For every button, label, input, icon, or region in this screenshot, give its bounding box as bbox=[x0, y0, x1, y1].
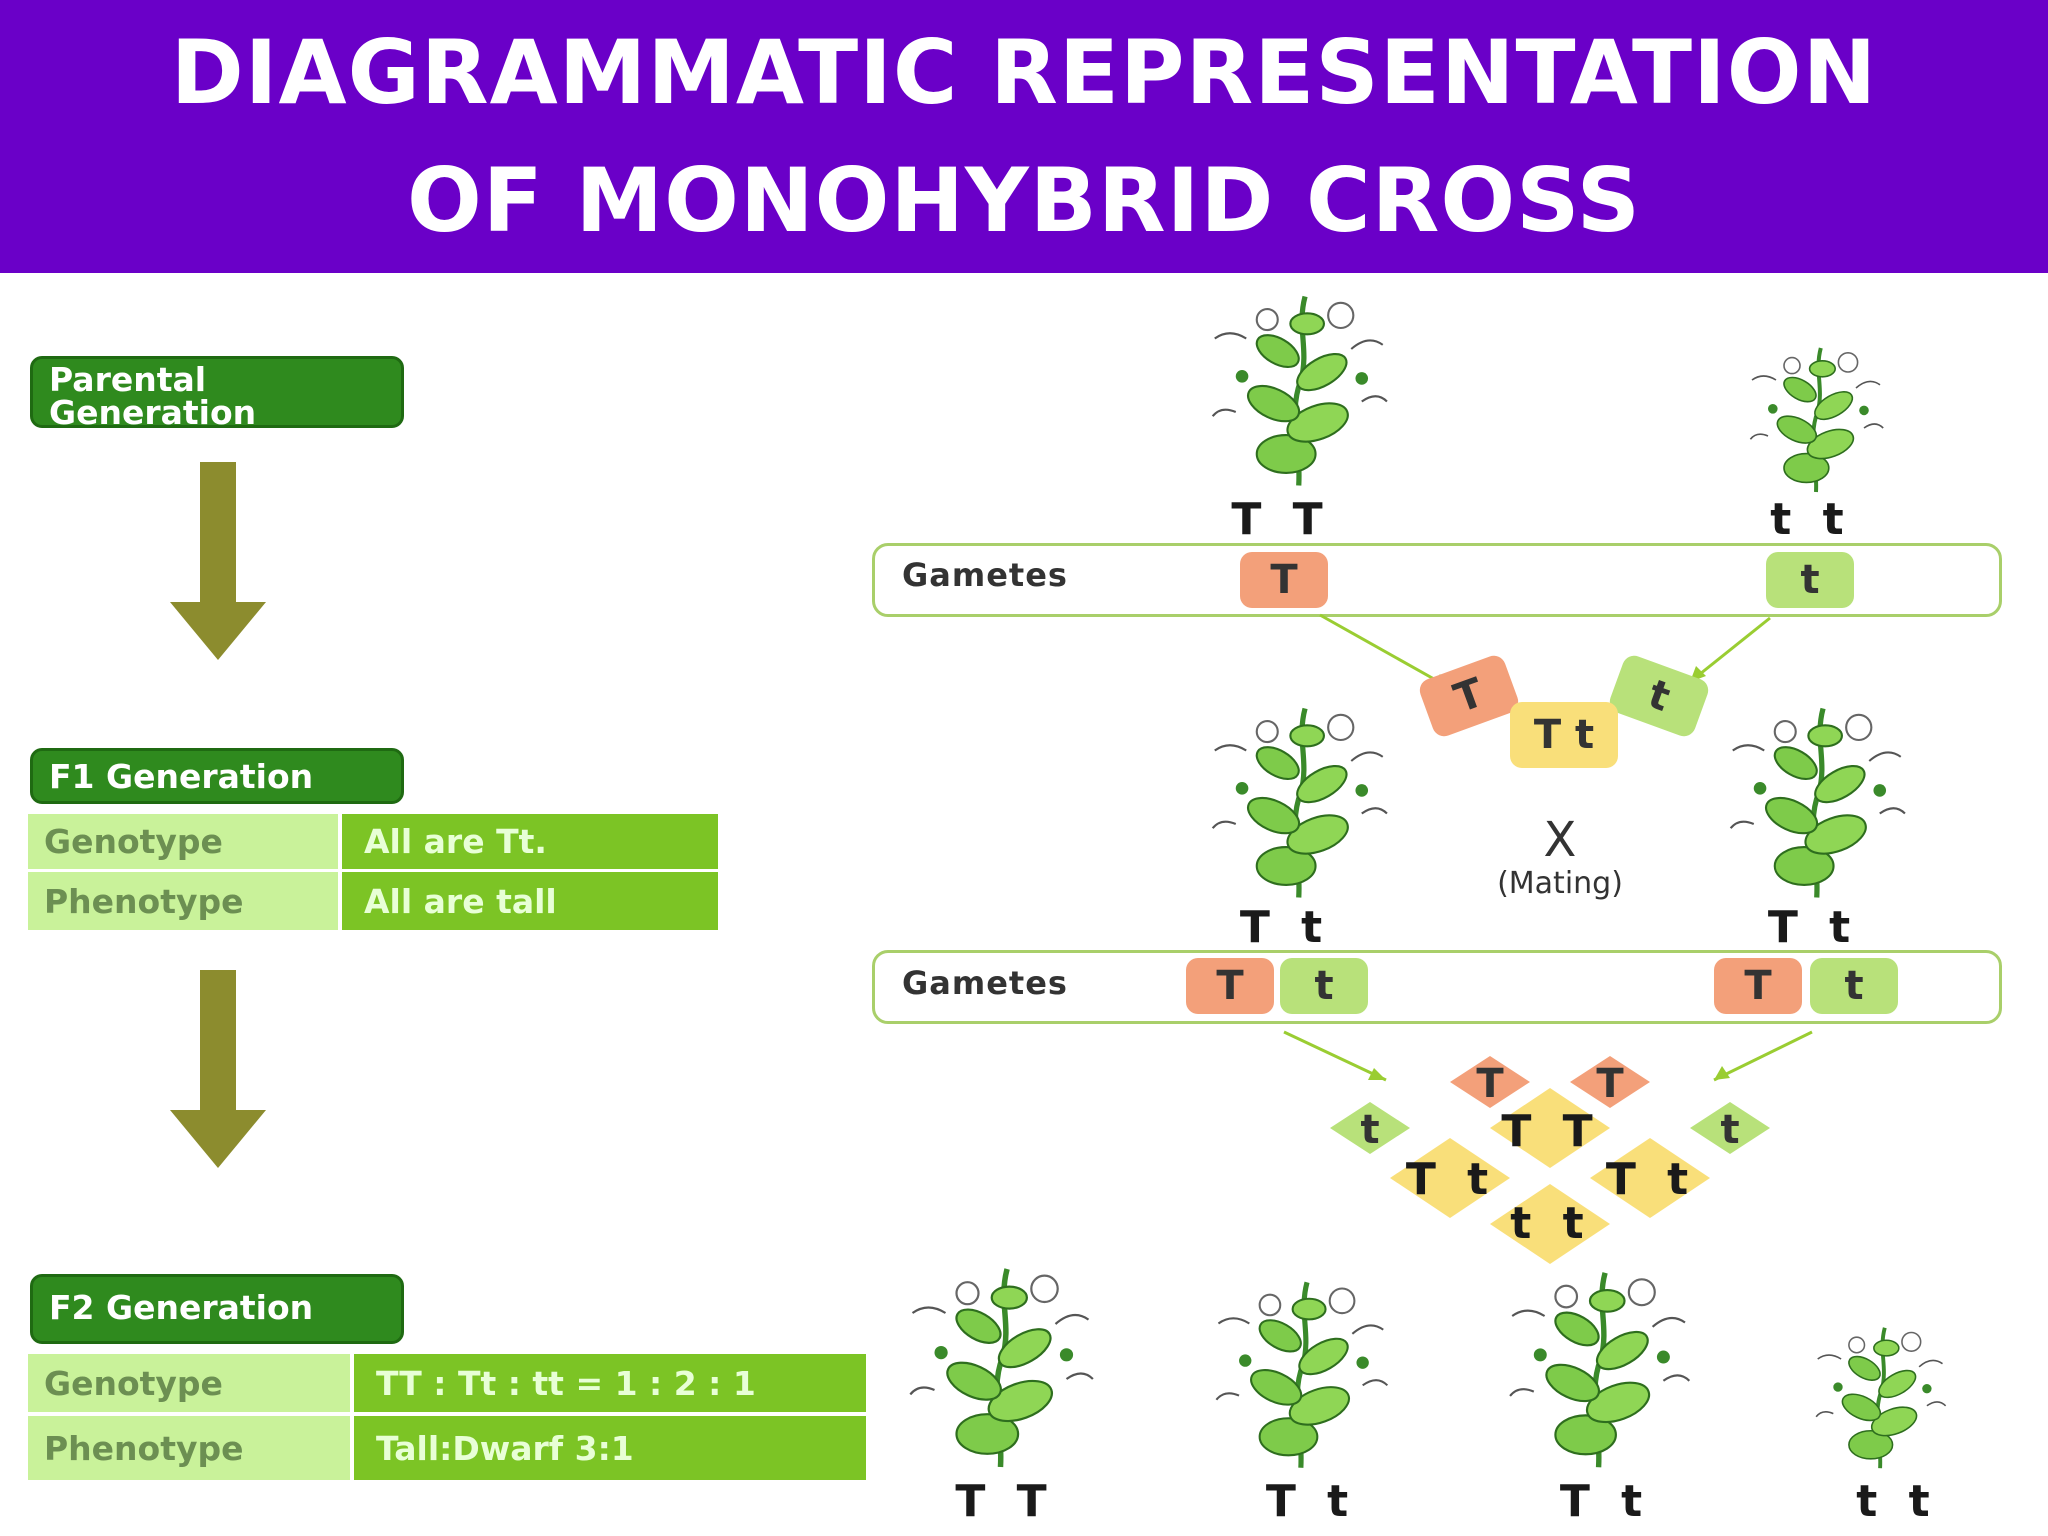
title-banner: DIAGRAMMATIC REPRESENTATION OF MONOHYBRI… bbox=[0, 0, 2048, 273]
f1-genotype-value: All are Tt. bbox=[342, 814, 718, 869]
f1-plant-right-genotype: T t bbox=[1767, 902, 1859, 953]
f1-plant-left-icon bbox=[1194, 698, 1414, 908]
f1-gamete-right-t: t bbox=[1810, 958, 1898, 1014]
f1-diamond-Tt: T t bbox=[1510, 702, 1618, 768]
gametes-label-1: Gametes bbox=[902, 556, 1068, 594]
f1-generation-box: F1 Generation bbox=[30, 748, 404, 804]
parent-genotype-tt: t t bbox=[1770, 494, 1852, 545]
f2-generation-label: F2 Generation bbox=[49, 1288, 314, 1327]
f2-genotype-Tt-1: T t bbox=[1265, 1476, 1357, 1527]
punnett-cell-TT: T T bbox=[1501, 1106, 1601, 1157]
gamete-chip-T: T bbox=[1240, 552, 1328, 608]
mating-label: (Mating) bbox=[1497, 866, 1623, 901]
down-arrow-2 bbox=[170, 970, 266, 1168]
f2-phenotype-value: Tall:Dwarf 3:1 bbox=[354, 1416, 866, 1480]
f1-phenotype-label: Phenotype bbox=[28, 872, 338, 930]
f2-genotype-label: Genotype bbox=[28, 1354, 350, 1412]
f2-genotype-TT: T T bbox=[955, 1476, 1055, 1527]
f1-gamete-left-T: T bbox=[1186, 958, 1274, 1014]
f2-genotype-tt: t t bbox=[1856, 1476, 1938, 1527]
parent-genotype-TT: T T bbox=[1231, 494, 1331, 545]
punnett-top-left-T: T bbox=[1476, 1061, 1504, 1107]
gametes-label-2: Gametes bbox=[902, 964, 1068, 1002]
f2-merge-arrows bbox=[1283, 1030, 1813, 1082]
f2-plant-Tt-2-icon bbox=[1494, 1262, 1714, 1478]
punnett-cell-Tt-right: T t bbox=[1605, 1154, 1697, 1205]
f2-genotype-Tt-2: T t bbox=[1559, 1476, 1651, 1527]
parental-generation-box: Parental Generation bbox=[30, 356, 404, 432]
cross-symbol: X bbox=[1543, 812, 1577, 868]
title-line-2: OF MONOHYBRID CROSS bbox=[407, 148, 1641, 252]
f2-plant-Tt-1-icon bbox=[1196, 1272, 1416, 1478]
f1-phenotype-value: All are tall bbox=[342, 872, 718, 930]
gamete-chip-t: t bbox=[1766, 552, 1854, 608]
punnett-diamond bbox=[1330, 1056, 1770, 1264]
punnett-cell-Tt-left: T t bbox=[1405, 1154, 1497, 1205]
f1-genotype-label: Genotype bbox=[28, 814, 338, 869]
f1-gamete-left-t: t bbox=[1280, 958, 1368, 1014]
title-line-1: DIAGRAMMATIC REPRESENTATION bbox=[170, 20, 1878, 124]
f1-merge-arrows bbox=[1319, 613, 1771, 690]
down-arrow-1 bbox=[170, 462, 266, 660]
punnett-top-right-T: T bbox=[1596, 1061, 1624, 1107]
f2-phenotype-label: Phenotype bbox=[28, 1416, 350, 1480]
f1-gamete-right-T: T bbox=[1714, 958, 1802, 1014]
punnett-right-t: t bbox=[1720, 1107, 1740, 1153]
punnett-left-t: t bbox=[1360, 1107, 1380, 1153]
f1-generation-label: F1 Generation bbox=[49, 757, 314, 796]
f2-plant-tt-icon bbox=[1814, 1325, 1948, 1471]
f1-plant-left-genotype: T t bbox=[1239, 902, 1331, 953]
parent-tall-plant-icon bbox=[1194, 286, 1414, 496]
punnett-cell-tt: t t bbox=[1510, 1198, 1592, 1249]
f2-genotype-value: TT : Tt : tt = 1 : 2 : 1 bbox=[354, 1354, 866, 1412]
parental-generation-label: Parental Generation bbox=[49, 360, 257, 432]
parent-dwarf-plant-icon bbox=[1748, 346, 1886, 494]
f1-plant-right-icon bbox=[1712, 698, 1932, 908]
f2-generation-box: F2 Generation bbox=[30, 1274, 404, 1344]
f2-plant-TT-icon bbox=[896, 1258, 1116, 1478]
